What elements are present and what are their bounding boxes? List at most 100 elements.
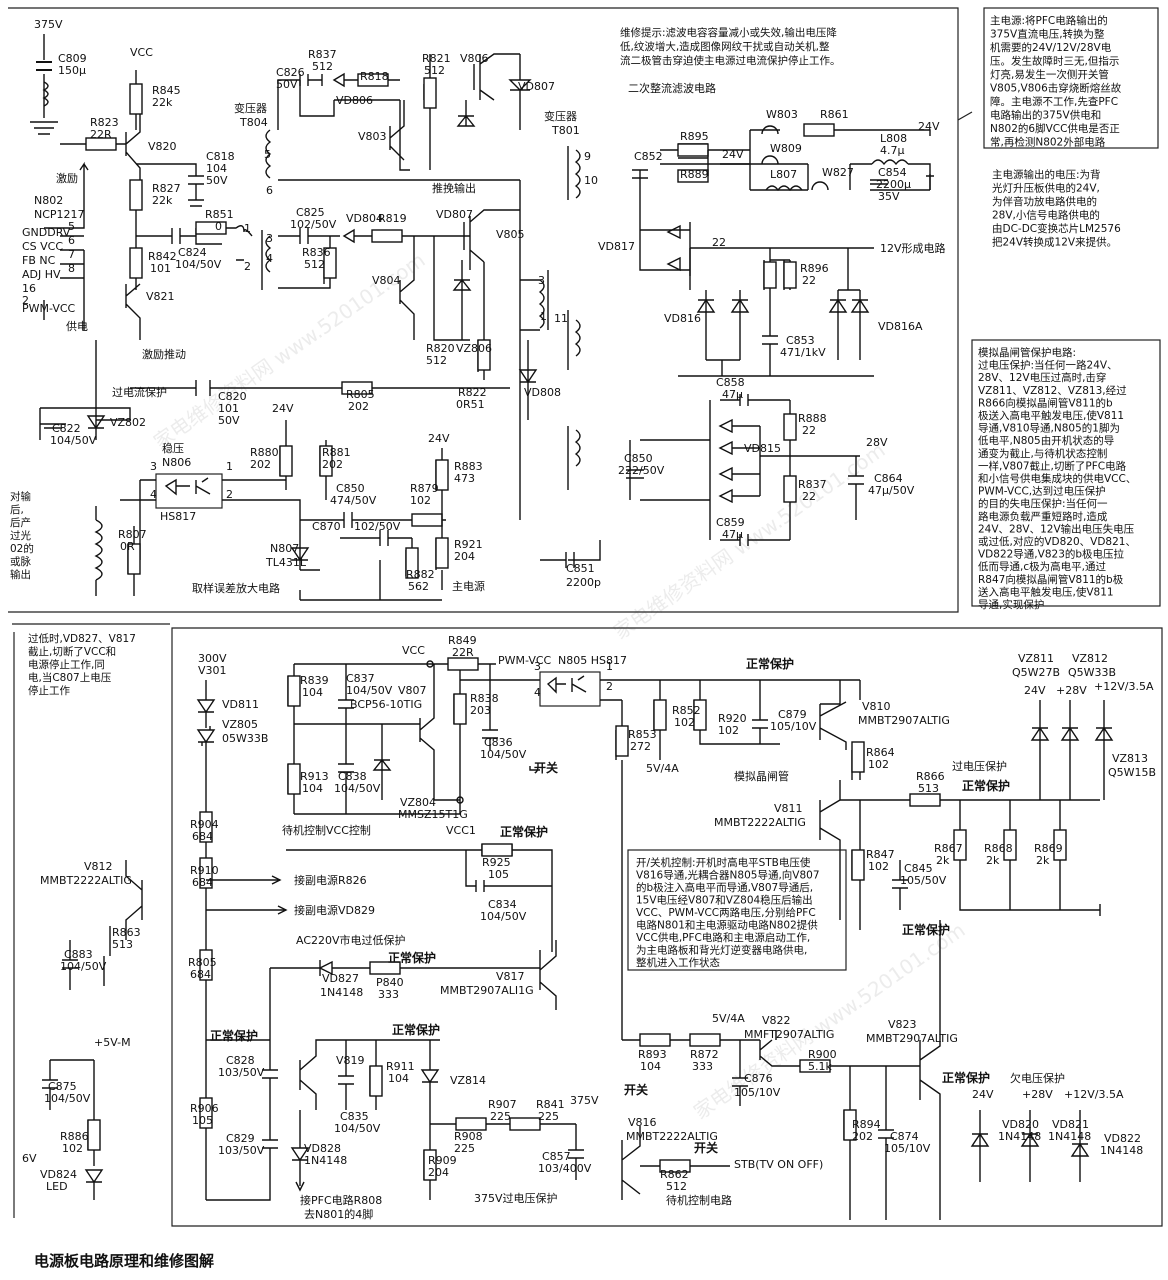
component-label: 473	[454, 472, 475, 485]
component-label: 47μ	[722, 388, 743, 401]
component-label: 375V	[570, 1094, 599, 1107]
state-labels: 正常保护开关正常保护正常保护正常保护正常保护正常保护正常保护正常保护开关开关	[210, 656, 1010, 1155]
component-label: 22	[802, 274, 816, 287]
component-label: VCC	[130, 46, 153, 59]
note-overheat: 过低时,VD827、V817	[28, 632, 136, 645]
page-title: 电源板电路原理和维修图解	[34, 1252, 214, 1270]
component-label: C845	[904, 862, 933, 875]
component-label: +12V/3.5A	[1064, 1088, 1124, 1101]
component-label: V811	[774, 802, 803, 815]
component-label: 6	[266, 184, 273, 197]
component-label: 101	[218, 402, 239, 415]
note-thyristor: 通变为截止,与待机状态控制	[978, 447, 1107, 460]
component-label: R805	[346, 388, 375, 401]
component-label: 22	[802, 490, 816, 503]
component-label: 47μ	[722, 528, 743, 541]
component-label: 3	[150, 460, 157, 473]
component-label: R845	[152, 84, 181, 97]
component-label: VD828	[304, 1142, 341, 1155]
component-label: C874	[890, 1130, 919, 1143]
component-label: VD807	[436, 208, 473, 221]
component-label: R888	[798, 412, 827, 425]
component-label: LED	[46, 1180, 68, 1193]
note-thyristor: VD822导通,V823的b极电压拉	[978, 548, 1125, 561]
note-main-power: 电路输出的375V供电和	[990, 109, 1101, 122]
component-label: R847	[866, 848, 895, 861]
component-label: V817	[496, 970, 525, 983]
note-overheat: 电,当C807上电压	[28, 671, 112, 684]
component-label: V819	[336, 1054, 365, 1067]
label-power-supply: 供电	[66, 319, 88, 333]
component-label: R910	[190, 864, 219, 877]
component-label: Q5W15B	[1108, 766, 1156, 779]
note-thyristor: 极送入高电平触发电压,使V811	[978, 409, 1124, 422]
component-label: VZ805	[222, 718, 258, 731]
component-label: VZ812	[1072, 652, 1108, 665]
component-label: C809	[58, 52, 87, 65]
state-label: 正常保护	[962, 778, 1010, 793]
note-thyristor: 模拟晶闸管保护电路:	[978, 346, 1076, 359]
note-main-out: 为伴音功放电路供电的	[992, 195, 1097, 208]
component-label: L807	[770, 168, 797, 181]
component-label: 1	[244, 222, 251, 235]
component-label: 105	[488, 868, 509, 881]
component-label: 4	[150, 488, 157, 501]
label-standby-ctrl: 待机控制电路	[666, 1193, 732, 1207]
note-thyristor: 过电压保护:当任何一路24V、	[978, 359, 1118, 372]
feedback-circuit	[94, 420, 449, 601]
component-label: C851	[566, 562, 595, 575]
component-label: R880	[250, 446, 279, 459]
component-label: 512	[666, 1180, 687, 1193]
component-label: 35V	[878, 190, 900, 203]
component-label: C870	[312, 520, 341, 533]
note-left-edge: 后,	[10, 504, 24, 516]
state-label: 正常保护	[500, 824, 548, 839]
component-label: 204	[454, 550, 475, 563]
component-label: C818	[206, 150, 235, 163]
component-label: C859	[716, 516, 745, 529]
component-label: R841	[536, 1098, 565, 1111]
note-main-power: N802的6脚VCC供电是否正	[990, 122, 1120, 135]
component-label: V803	[358, 130, 387, 143]
component-label: T804	[239, 116, 268, 129]
component-label: R823	[90, 116, 119, 129]
component-label: C829	[226, 1132, 255, 1145]
component-label: 104/50V	[480, 910, 527, 923]
component-label: VZ814	[450, 1074, 486, 1087]
component-label: R921	[454, 538, 483, 551]
component-label: W809	[770, 142, 802, 155]
component-label: 5V/4A	[712, 1012, 745, 1025]
component-label: T801	[551, 124, 580, 137]
frames	[8, 7, 1163, 1227]
label-to-pfc-1: 接PFC电路R808	[300, 1194, 382, 1207]
label-to-pfc-2: 去N801的4脚	[304, 1207, 373, 1221]
component-label: VD821	[1052, 1118, 1089, 1131]
ac-low-protection	[269, 843, 584, 1200]
component-label: 102	[868, 758, 889, 771]
component-label: 684	[192, 830, 213, 843]
component-label: VZ804	[400, 796, 436, 809]
component-label: 105/50V	[900, 874, 947, 887]
component-label: ADJ HV	[22, 268, 61, 281]
note-main-out: 光灯升压板供电的24V,	[992, 182, 1100, 195]
component-label: MMBT2222ALTIG	[626, 1130, 718, 1143]
note-on-off: V816导通,光耦合器N805导通,向V807	[636, 869, 820, 882]
component-label: 24V	[428, 432, 450, 445]
note-main-out: 主电源输出的电压:为背	[992, 168, 1101, 181]
component-label: R889	[680, 168, 709, 181]
vcc-control	[287, 657, 540, 815]
component-label: 202	[852, 1130, 873, 1143]
component-label: VCC1	[446, 824, 476, 837]
component-label: VD816A	[878, 320, 923, 333]
note-main-out: 28V,小信号电路供电的	[992, 209, 1100, 222]
section-labels: 激励 激励推动 推挽输出 过电流保护 二次整流滤波电路 取样误差放大电路 主电源…	[56, 81, 1065, 1221]
note-left-edge: 过光	[10, 529, 31, 542]
component-label: 225	[490, 1110, 511, 1123]
note-thyristor: 送入高电平触发电压,使V811	[978, 585, 1114, 598]
state-label: 正常保护	[210, 1028, 258, 1043]
component-label: 474/50V	[330, 494, 377, 507]
state-label: 开关	[694, 1140, 718, 1155]
component-label: C828	[226, 1054, 255, 1067]
component-label: R863	[112, 926, 141, 939]
